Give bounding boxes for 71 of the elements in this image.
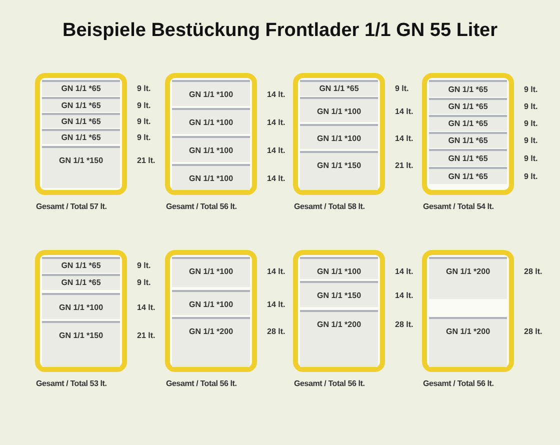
pan-label: GN 1/1 *65 — [60, 278, 102, 287]
volume-label: 9 lt. — [524, 172, 538, 180]
pan-label: GN 1/1 *100 — [188, 174, 234, 183]
volume-label: 14 lt. — [267, 174, 286, 183]
total-label: Gesamt / Total 57 lt. — [36, 202, 107, 211]
pan-label: GN 1/1 *200 — [444, 327, 492, 336]
pan-label: GN 1/1 *150 — [58, 331, 104, 340]
pan-label: GN 1/1 *65 — [447, 172, 489, 180]
pan-label: GN 1/1 *65 — [60, 132, 102, 142]
pan-label: GN 1/1 *100 — [188, 146, 234, 155]
volume-label: 9 lt. — [524, 84, 538, 94]
volume-label: 14 lt. — [267, 90, 286, 99]
volume-label: 9 lt. — [137, 100, 151, 110]
volume-label: 14 lt. — [395, 291, 414, 300]
volume-label: 14 lt. — [395, 107, 414, 116]
volume-label: 14 lt. — [395, 134, 414, 143]
volume-label: 14 lt. — [267, 146, 286, 155]
volume-label: 28 lt. — [524, 327, 542, 336]
volume-label: 28 lt. — [267, 327, 286, 336]
volume-label: 21 lt. — [137, 156, 156, 165]
pan-label: GN 1/1 *100 — [316, 134, 362, 143]
volume-label: 28 lt. — [395, 320, 414, 329]
pan-label: GN 1/1 *65 — [447, 136, 489, 145]
total-label: Gesamt / Total 54 lt. — [423, 202, 494, 211]
pan-label: GN 1/1 *200 — [316, 320, 362, 329]
volume-label: 9 lt. — [395, 84, 409, 93]
volume-label: 9 lt. — [137, 132, 151, 142]
volume-label: 9 lt. — [524, 102, 538, 111]
total-label: Gesamt / Total 56 lt. — [294, 379, 365, 388]
pan-label: GN 1/1 *65 — [318, 84, 360, 93]
total-label: Gesamt / Total 56 lt. — [166, 379, 237, 388]
total-label: Gesamt / Total 56 lt. — [166, 202, 237, 211]
pan-label: GN 1/1 *65 — [447, 154, 489, 162]
volume-label: 9 lt. — [137, 261, 151, 270]
pan-label: GN 1/1 *100 — [188, 118, 234, 127]
volume-label: 14 lt. — [267, 118, 286, 127]
pan-label: GN 1/1 *65 — [447, 102, 489, 111]
volume-label: 9 lt. — [137, 116, 151, 126]
pan-label: GN 1/1 *65 — [60, 116, 102, 126]
pan-label: GN 1/1 *100 — [316, 107, 362, 116]
volume-label: 14 lt. — [137, 303, 156, 312]
total-label: Gesamt / Total 58 lt. — [294, 202, 365, 211]
pan-label: GN 1/1 *200 — [444, 267, 492, 276]
pan-label: GN 1/1 *150 — [316, 161, 362, 170]
pan-label: GN 1/1 *150 — [316, 291, 362, 300]
volume-label: 14 lt. — [267, 300, 286, 309]
total-label: Gesamt / Total 53 lt. — [36, 379, 107, 388]
volume-label: 9 lt. — [524, 154, 538, 162]
pan-label: GN 1/1 *150 — [58, 156, 104, 165]
volume-label: 21 lt. — [137, 331, 156, 340]
volume-label: 21 lt. — [395, 161, 414, 170]
volume-label: 9 lt. — [137, 84, 151, 93]
title: Beispiele Bestückung Frontlader 1/1 GN 55 Liter — [61, 20, 498, 42]
pan-label: GN 1/1 *100 — [316, 267, 362, 276]
pan-label: GN 1/1 *65 — [447, 119, 489, 128]
volume-label: 14 lt. — [267, 267, 286, 276]
pan-label: GN 1/1 *200 — [188, 327, 234, 336]
pan-label: GN 1/1 *100 — [188, 90, 234, 99]
pan-label: GN 1/1 *100 — [188, 300, 234, 309]
total-label: Gesamt / Total 56 lt. — [423, 379, 494, 388]
pan-label: GN 1/1 *65 — [447, 84, 489, 94]
volume-label: 9 lt. — [137, 278, 151, 287]
pan-label: GN 1/1 *65 — [60, 84, 102, 93]
pan-label: GN 1/1 *65 — [60, 100, 102, 110]
volume-label: 28 lt. — [524, 267, 542, 276]
volume-label: 9 lt. — [524, 136, 538, 145]
pan-label: GN 1/1 *65 — [60, 261, 102, 270]
pan-label: GN 1/1 *100 — [58, 303, 104, 312]
pan-label: GN 1/1 *100 — [188, 267, 234, 276]
volume-label: 9 lt. — [524, 119, 538, 128]
volume-label: 14 lt. — [395, 267, 414, 276]
